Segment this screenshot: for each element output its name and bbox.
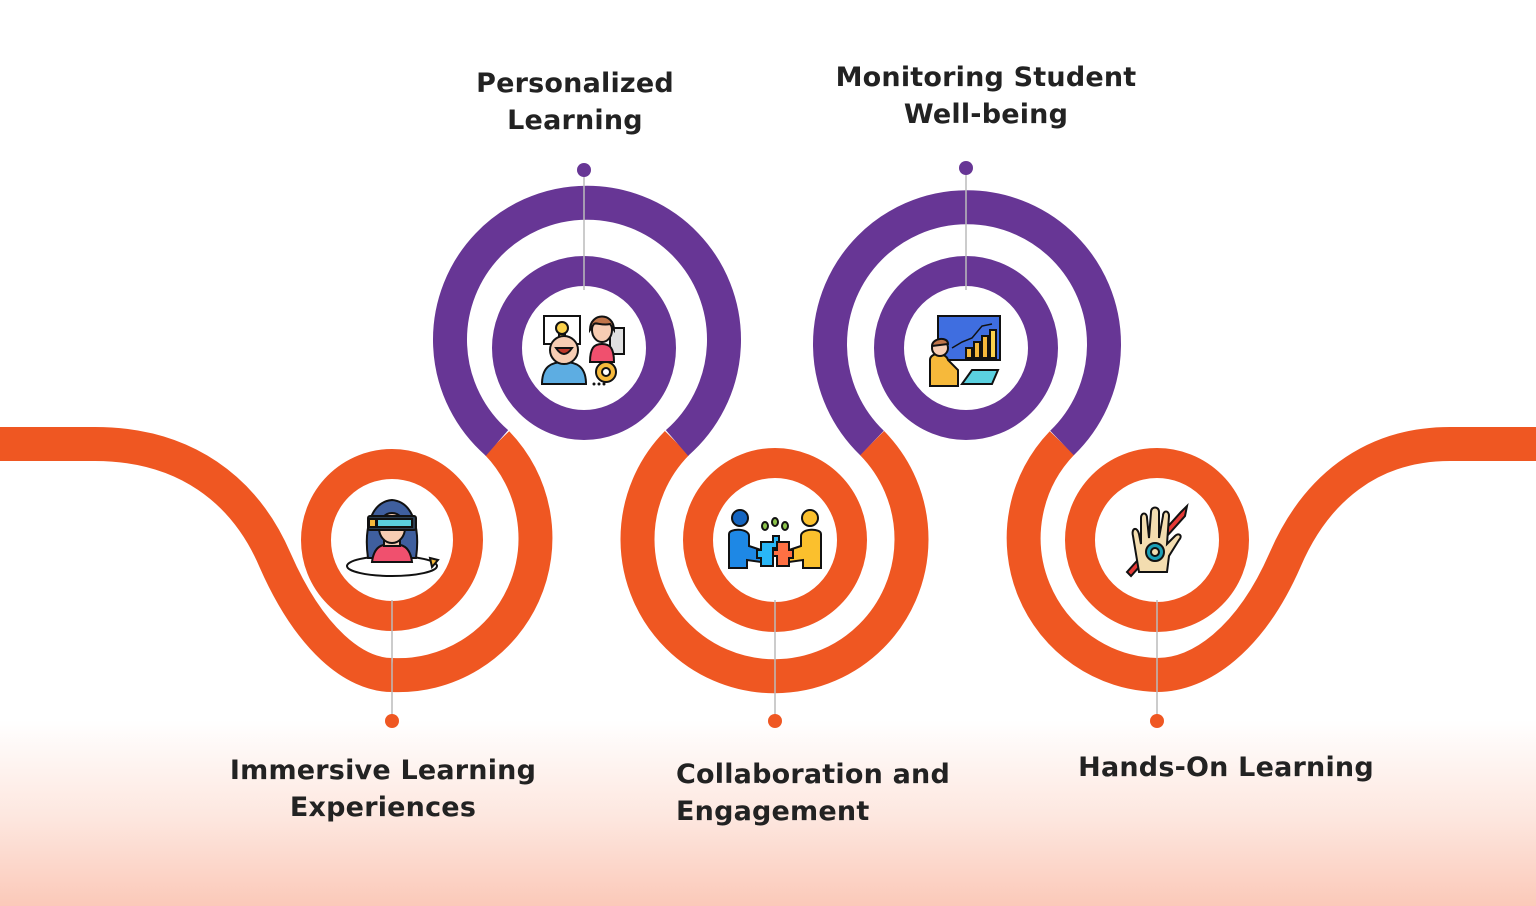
tutor-lightbulb-icon bbox=[540, 315, 625, 386]
wave-path-purple bbox=[433, 185, 1121, 456]
connector-dots bbox=[385, 161, 1164, 728]
analytics-dashboard-icon bbox=[929, 315, 1001, 387]
step-label-personalized: Personalized Learning bbox=[476, 68, 674, 136]
puzzle-teamwork-icon bbox=[728, 509, 822, 569]
step-label-monitoring: Monitoring Student Well-being bbox=[835, 62, 1137, 130]
dot-immersive bbox=[385, 714, 399, 728]
dot-handson bbox=[1150, 714, 1164, 728]
dot-monitoring bbox=[959, 161, 973, 175]
hand-gear-pencil-icon bbox=[1125, 502, 1189, 578]
vr-headset-person-icon bbox=[346, 498, 440, 577]
dot-personalized bbox=[577, 163, 591, 177]
ring-personalized bbox=[492, 256, 676, 440]
step-label-handson: Hands-On Learning bbox=[1078, 752, 1374, 783]
dot-collaboration bbox=[768, 714, 782, 728]
connectors bbox=[391, 168, 1158, 720]
step-label-immersive: Immersive Learning Experiences bbox=[229, 755, 537, 823]
step-label-collaboration: Collaboration and Engagement bbox=[676, 759, 951, 827]
